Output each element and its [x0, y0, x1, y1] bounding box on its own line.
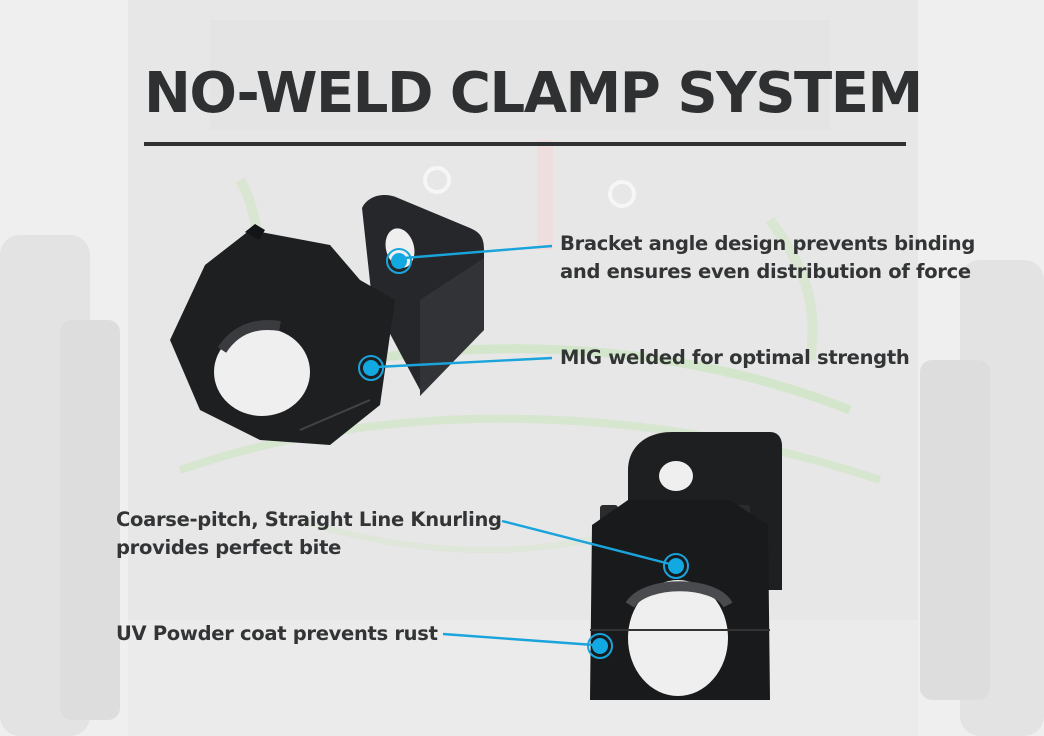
page-title: NO-WELD CLAMP SYSTEM [144, 61, 923, 126]
callout-line: MIG welded for optimal strength [560, 346, 910, 369]
callout-line: and ensures even distribution of force [560, 260, 971, 283]
callout-powder-coat: UV Powder coat prevents rust [116, 620, 438, 648]
callout-bracket-angle: Bracket angle design prevents binding an… [560, 230, 975, 286]
callout-line: Bracket angle design prevents binding [560, 232, 976, 255]
callout-line: UV Powder coat prevents rust [116, 622, 438, 645]
callout-mig-welded: MIG welded for optimal strength [560, 344, 910, 372]
callout-line: Coarse-pitch, Straight Line Knurling [116, 508, 502, 531]
callout-line: provides perfect bite [116, 536, 342, 559]
title-underline [144, 142, 906, 146]
callout-knurling: Coarse-pitch, Straight Line Knurling pro… [116, 506, 502, 562]
